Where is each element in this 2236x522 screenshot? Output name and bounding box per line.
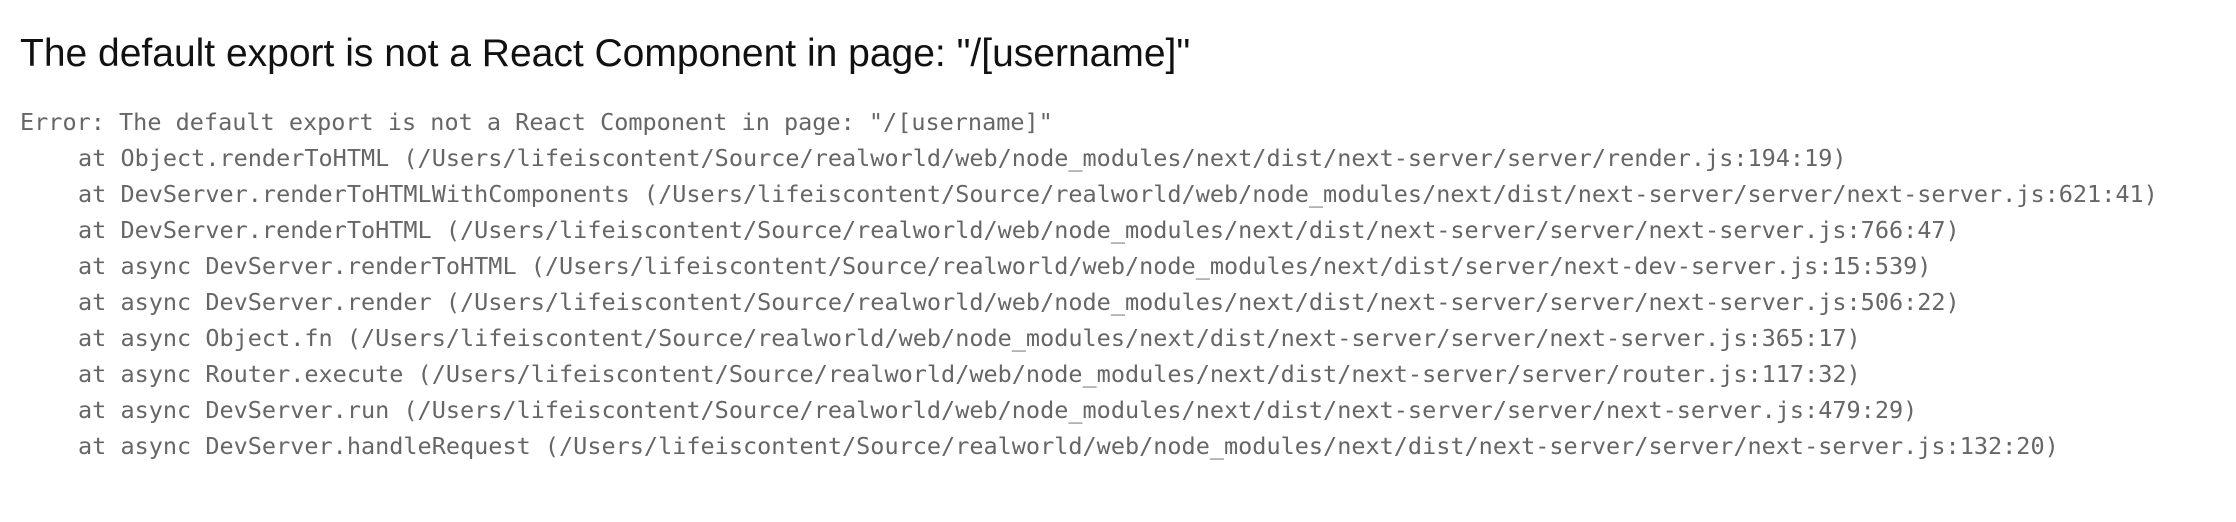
page-title: The default export is not a React Compon… — [20, 32, 1191, 75]
stack-frame: at async Router.execute (/Users/lifeisco… — [78, 360, 1861, 388]
stack-frame: at Object.renderToHTML (/Users/lifeiscon… — [78, 144, 1847, 172]
stack-frame: at DevServer.renderToHTMLWithComponents … — [78, 180, 2158, 208]
stack-frame: at DevServer.renderToHTML (/Users/lifeis… — [78, 216, 1960, 244]
stack-frame: at async DevServer.render (/Users/lifeis… — [78, 288, 1960, 316]
stack-frame: at async Object.fn (/Users/lifeiscontent… — [78, 324, 1861, 352]
stack-frame: at async DevServer.run (/Users/lifeiscon… — [78, 396, 1918, 424]
error-message: Error: The default export is not a React… — [20, 108, 1053, 136]
stack-trace: Error: The default export is not a React… — [20, 104, 2216, 464]
stack-frame: at async DevServer.handleRequest (/Users… — [78, 432, 2059, 460]
stack-frame: at async DevServer.renderToHTML (/Users/… — [78, 252, 1932, 280]
